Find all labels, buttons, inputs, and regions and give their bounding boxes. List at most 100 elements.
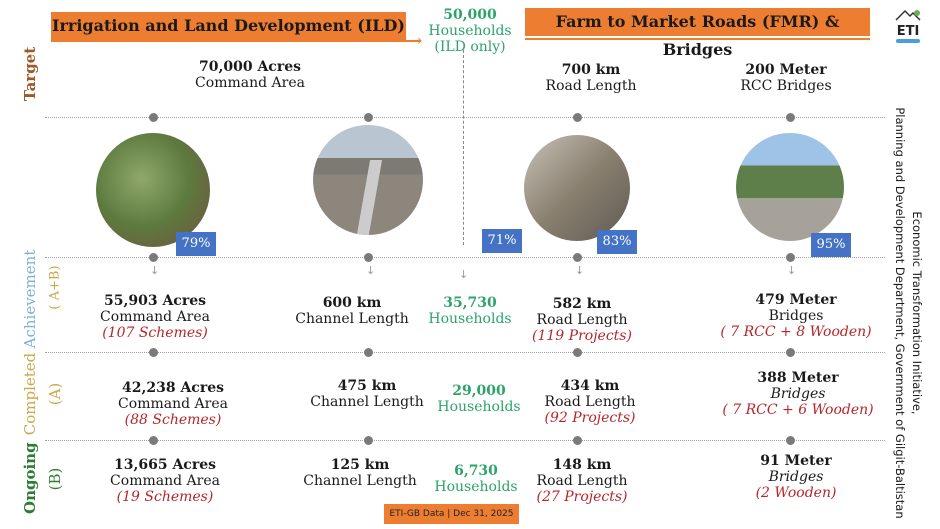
center-divider	[463, 50, 464, 245]
down-arrow-icon: ↓	[150, 264, 160, 277]
dot	[149, 113, 158, 122]
photo-bridge	[736, 133, 844, 241]
dot	[786, 253, 795, 262]
row-label-achievement-sub: ( A+B)	[47, 265, 63, 310]
dot	[573, 348, 582, 357]
value: 29,000	[452, 383, 506, 399]
note: (19 Schemes)	[116, 489, 214, 505]
divider-achievement	[45, 257, 885, 258]
value: 13,665 Acres	[113, 457, 216, 473]
dot	[573, 113, 582, 122]
value: 6,730	[454, 463, 498, 479]
value: 600 km	[322, 295, 382, 311]
divider-ongoing	[45, 440, 885, 441]
ild-banner: Irrigation and Land Development (ILD)	[51, 12, 406, 40]
label: Road Length	[536, 312, 628, 328]
label: Command Area	[110, 473, 220, 489]
dot	[149, 348, 158, 357]
divider-completed	[45, 352, 885, 353]
households-target-label: Households	[428, 23, 512, 39]
label: Households	[428, 311, 512, 327]
value: 55,903 Acres	[103, 293, 206, 309]
ild-arrow-line	[51, 40, 421, 42]
label: Bridges	[768, 469, 824, 485]
dot	[786, 113, 795, 122]
down-arrow-icon: ↓	[787, 264, 797, 277]
footer-data-date: ETI-GB Data | Dec 31, 2025	[384, 504, 519, 524]
row-label-ongoing-sub: (B)	[46, 467, 64, 491]
households-target-note: (ILD only)	[434, 39, 506, 55]
eti-logo: ETI	[893, 6, 923, 43]
value: 475 km	[337, 378, 397, 394]
label: Households	[434, 479, 518, 495]
row-label-ongoing: Ongoing	[21, 442, 39, 514]
note: (88 Schemes)	[124, 412, 222, 428]
label: Road Length	[545, 78, 637, 94]
dot	[573, 436, 582, 445]
dot	[364, 253, 373, 262]
label: Channel Length	[310, 394, 424, 410]
badge-ild-percent: 79%	[176, 232, 216, 256]
households-target-value: 50,000	[443, 7, 497, 23]
dot	[364, 113, 373, 122]
value: 479 Meter	[755, 292, 837, 308]
note: ( 7 RCC + 8 Wooden)	[720, 324, 872, 340]
value: 35,730	[443, 295, 497, 311]
value: 388 Meter	[757, 370, 839, 386]
value: 434 km	[560, 378, 620, 394]
note: (2 Wooden)	[755, 485, 837, 501]
row-label-achievement: Achievement	[21, 249, 39, 349]
row-label-completed-sub: (A)	[46, 382, 64, 406]
label: Command Area	[118, 396, 228, 412]
label: Channel Length	[295, 311, 409, 327]
badge-households-percent: 71%	[482, 229, 522, 253]
value: 125 km	[330, 457, 390, 473]
photo-mountain-road	[524, 135, 630, 241]
dot	[786, 348, 795, 357]
value: 700 km	[561, 62, 621, 78]
value: 42,238 Acres	[121, 380, 224, 396]
value: 582 km	[552, 296, 612, 312]
side-credit-line1: Economic Transformation Initiative,	[910, 211, 924, 415]
label: RCC Bridges	[740, 78, 832, 94]
divider-target	[45, 117, 885, 118]
label: Command Area	[100, 309, 210, 325]
dot	[149, 253, 158, 262]
fmr-underline	[525, 38, 870, 40]
note: (92 Projects)	[544, 410, 636, 426]
dot	[364, 436, 373, 445]
dot	[149, 436, 158, 445]
row-label-completed: Completed	[21, 352, 39, 436]
label: Road Length	[536, 473, 628, 489]
down-arrow-icon: ↓	[459, 268, 469, 281]
label: Bridges	[768, 308, 824, 324]
row-label-target: Target	[21, 46, 39, 102]
label: Bridges	[770, 386, 826, 402]
value: 148 km	[552, 457, 612, 473]
value: 200 Meter	[745, 62, 827, 78]
value: 70,000 Acres	[198, 59, 301, 75]
label: Channel Length	[303, 473, 417, 489]
note: (119 Projects)	[532, 328, 632, 344]
ild-arrow-head: ›	[417, 33, 423, 49]
note: (27 Projects)	[536, 489, 628, 505]
side-credit: Economic Transformation Initiative, Plan…	[885, 98, 925, 528]
side-credit-line2: Planning and Development Department, Gov…	[893, 107, 907, 519]
dot	[573, 253, 582, 262]
badge-bridge-percent: 95%	[811, 233, 851, 257]
